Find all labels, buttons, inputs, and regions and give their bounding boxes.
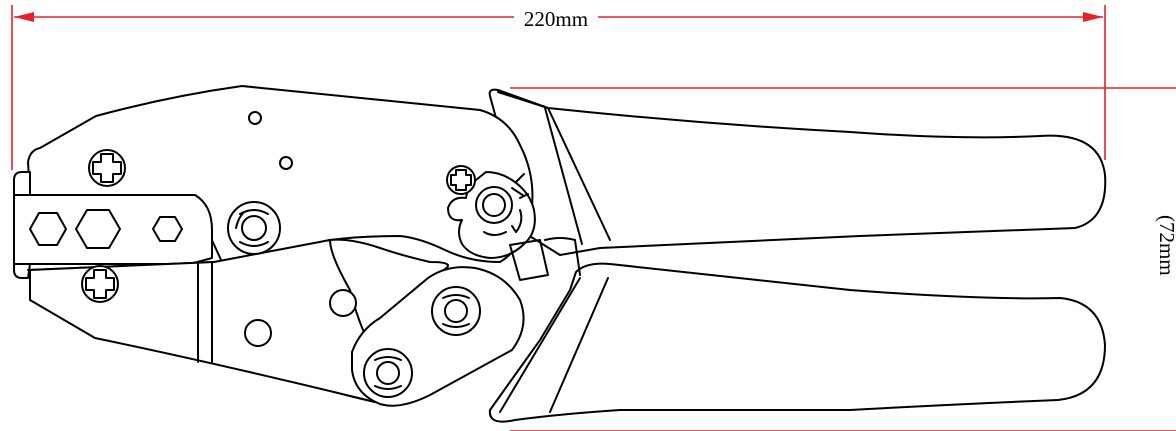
pivot-hole-small [279,156,293,170]
upper-handle-grip [488,88,1107,256]
rivet-hole [329,289,357,317]
height-label: (72mm [1155,215,1176,276]
hinge-detail [509,237,581,281]
crimping-tool-icon [13,85,1107,423]
pivot-bushing-icon [363,348,413,398]
lower-handle-grip [488,262,1106,423]
upper-handle-inner-edge [544,107,583,245]
phillips-screw-icon [81,265,119,303]
pivot-bushing-icon [431,286,481,336]
length-dimension: 220mm [11,5,1106,170]
hex-die-cavity-icon [29,209,183,249]
pivot-hole-small [248,111,262,125]
length-arrow-left [14,12,34,22]
die-plate-edges [13,194,31,265]
phillips-screw-icon [88,149,126,187]
lower-handle-sleeve-edge [549,277,609,413]
height-dimension: (72mm [510,87,1176,431]
length-arrow-right [1083,12,1103,22]
length-label: 220mm [524,7,588,31]
phillips-screw-icon [446,165,476,195]
length-label-bg [514,6,598,30]
upper-handle-sleeve-edge [497,91,611,241]
dimension-lines: 220mm (72mm [11,5,1176,431]
lower-handle-inner-edge [499,277,581,413]
rivet-hole [244,319,272,347]
lower-jaw-seam [197,261,213,363]
ratchet-adjuster-icon [447,171,536,259]
pivot-bushing-icon [227,201,281,255]
